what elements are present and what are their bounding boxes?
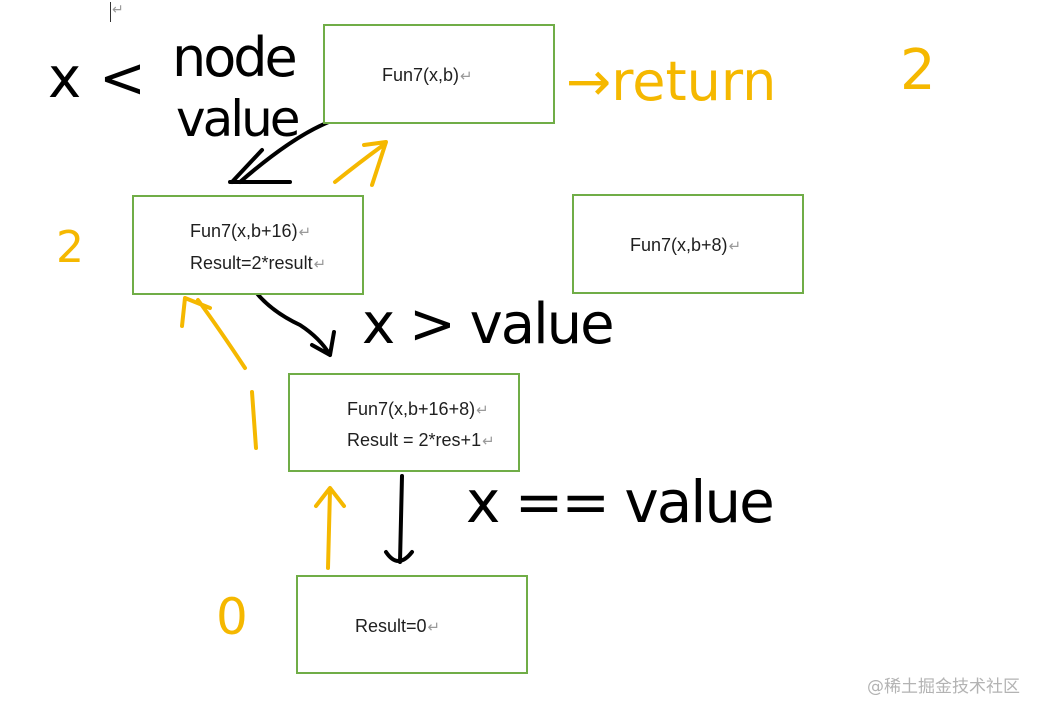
paragraph-mark: ↵ — [112, 1, 124, 17]
box-right-line-1: Fun7(x,b+8)↵ — [630, 235, 742, 255]
note-x-equals-value: x == value — [466, 468, 775, 536]
highlight-arrow-left-to-root — [333, 140, 388, 187]
ink-arrow-mid-to-base — [384, 474, 414, 564]
ink-arrow-left-to-mid — [250, 285, 336, 357]
box-mid: Fun7(x,b+16+8)↵ Result = 2*res+1↵ — [288, 373, 520, 472]
note-x-greater-than-value: x > value — [362, 292, 615, 357]
box-root-line-1: Fun7(x,b)↵ — [382, 65, 473, 85]
box-mid-line-1: Fun7(x,b+16+8)↵ — [347, 399, 489, 419]
box-root: Fun7(x,b)↵ — [323, 24, 555, 124]
highlight-arrow-base-to-mid — [314, 486, 346, 570]
text-cursor — [110, 2, 111, 22]
note-base-value: 0 — [216, 588, 248, 646]
note-return-value: 2 — [900, 38, 936, 103]
box-left-line-2: Result=2*result↵ — [190, 253, 327, 273]
box-right: Fun7(x,b+8)↵ — [572, 194, 804, 294]
box-base-line-1: Result=0↵ — [355, 616, 441, 636]
note-node: node — [172, 26, 298, 89]
note-left-value: 2 — [56, 222, 84, 273]
highlight-arrow-mid-to-left — [180, 296, 247, 370]
note-value: value — [176, 90, 301, 148]
note-x-less-than: x < — [48, 46, 146, 111]
box-base: Result=0↵ — [296, 575, 528, 674]
note-return: →return — [566, 50, 777, 113]
highlight-tick-mid — [250, 390, 258, 450]
watermark: @稀土掘金技术社区 — [867, 677, 1020, 697]
box-mid-line-2: Result = 2*res+1↵ — [347, 430, 495, 450]
box-left: Fun7(x,b+16)↵ Result=2*result↵ — [132, 195, 364, 295]
box-left-line-1: Fun7(x,b+16)↵ — [190, 221, 312, 241]
